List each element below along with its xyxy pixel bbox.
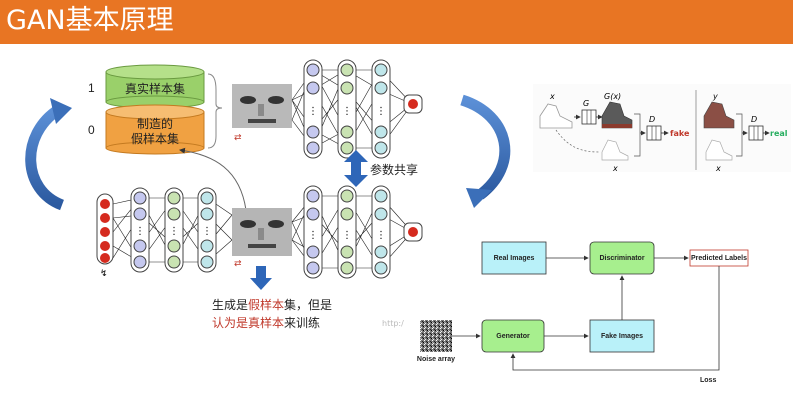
D-label-right: D	[751, 115, 757, 124]
x-bottom-right-label: x	[715, 164, 721, 173]
title-bar: GAN基本原理	[0, 0, 793, 44]
real-shoe-sketch	[705, 139, 733, 161]
svg-text:⋮: ⋮	[342, 230, 352, 241]
real-images-box	[481, 241, 547, 275]
discriminator-block-right	[748, 125, 764, 141]
svg-text:⋮: ⋮	[169, 226, 179, 237]
generator-label: Generator	[496, 333, 530, 340]
predicted-labels-label: Predicted Labels	[691, 255, 747, 262]
svg-text:⋮: ⋮	[202, 226, 212, 237]
feedback-arrow	[179, 147, 247, 211]
label-real-value: 1	[88, 81, 95, 95]
loss-label: Loss	[700, 377, 716, 384]
svg-text:⋮: ⋮	[342, 106, 352, 117]
caption-line-2: 认为是真样本来训练	[212, 315, 320, 330]
noise-array-image	[420, 320, 452, 352]
noise-symbol: ↯	[100, 269, 108, 279]
db-fake-samples: 制造的 假样本集	[105, 104, 205, 155]
watermark: http:/	[382, 319, 404, 328]
y-label: y	[712, 92, 718, 101]
db-fake-label-1: 制造的	[137, 116, 173, 131]
svg-text:⋮: ⋮	[308, 106, 318, 117]
face-image-bottom	[232, 208, 292, 256]
discriminator-network-bottom	[291, 195, 413, 269]
shared-params-label: 参数共享	[370, 162, 418, 177]
noise-array-label: Noise array	[417, 356, 455, 363]
shoe-gan-diagram: x G G(x) x D fake y x	[533, 84, 791, 173]
page-title: GAN基本原理	[6, 5, 174, 36]
generator-network	[112, 197, 233, 263]
svg-text:⋮: ⋮	[308, 230, 318, 241]
generator-block	[581, 109, 597, 125]
disc-bottom-layers: ⋮ ⋮ ⋮	[303, 185, 423, 279]
real-images-label: Real Images	[494, 255, 535, 262]
svg-text:⋮: ⋮	[135, 226, 145, 237]
D-label-left: D	[649, 115, 655, 124]
shared-params-arrow	[344, 150, 368, 187]
loop-symbol-bottom: ⇄	[234, 259, 242, 269]
db-fake-label-2: 假样本集	[131, 131, 179, 146]
x-top-label: x	[549, 92, 555, 101]
svg-text:⋮: ⋮	[376, 106, 386, 117]
input-shoe-copy	[601, 139, 629, 161]
noise-input-column	[96, 193, 114, 265]
generator-layers: ⋮ ⋮ ⋮	[130, 187, 217, 273]
gan-flowchart: Real Images Discriminator Predicted Labe…	[417, 241, 749, 384]
real-label: real	[770, 129, 788, 138]
fake-label: fake	[670, 129, 690, 138]
x-bottom-label: x	[612, 164, 618, 173]
Gx-label: G(x)	[604, 92, 621, 101]
discriminator-network-top	[291, 69, 413, 149]
svg-text:⋮: ⋮	[376, 230, 386, 241]
db-bracket	[207, 73, 223, 149]
G-label: G	[583, 99, 589, 108]
face-image-top	[232, 84, 292, 128]
db-real-label: 真实样本集	[125, 81, 185, 96]
discriminator-block-left	[646, 125, 662, 141]
real-shoe	[703, 101, 735, 129]
fake-images-label: Fake Images	[601, 333, 643, 340]
caption-line-1: 生成是假样本集，但是	[212, 297, 332, 312]
loop-symbol-top: ⇄	[234, 133, 242, 143]
loss-feedback-arrow	[510, 266, 720, 371]
cycle-arrow-right	[460, 94, 511, 208]
discriminator-label: Discriminator	[599, 255, 644, 262]
db-real-samples: 真实样本集	[105, 64, 205, 109]
input-shoe-sketch	[539, 103, 573, 129]
cycle-arrow-left	[25, 98, 72, 211]
down-arrow	[250, 266, 272, 290]
label-fake-value: 0	[88, 123, 95, 137]
disc-top-layers: ⋮ ⋮ ⋮	[303, 59, 423, 159]
